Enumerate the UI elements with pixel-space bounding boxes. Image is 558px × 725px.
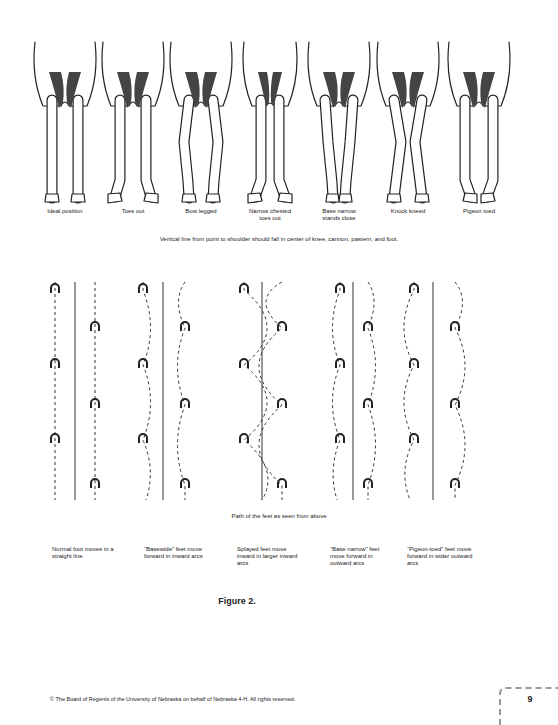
leg-figure — [102, 42, 164, 203]
figure-caption: Bow legged — [171, 208, 231, 215]
path-description: “Pigeon-toed” feet move forward in wider… — [407, 546, 477, 568]
copyright-footer: © The Board of Regents of the University… — [50, 696, 470, 703]
leg-figure — [34, 42, 96, 202]
path-description: “Base narrow” feet move forward in outwa… — [330, 546, 394, 568]
figure-caption: Ideal position — [35, 208, 95, 215]
note-text: Vertical line from point to shoulder sho… — [69, 236, 489, 243]
path-description: “Basewide” feet move forward in inward a… — [144, 546, 210, 560]
path-description: Splayed feet move inward in larger inwar… — [237, 546, 299, 568]
figure-caption: Toes out — [103, 208, 163, 215]
leg-figure — [308, 42, 370, 202]
foot-path — [143, 282, 185, 500]
figure-caption: Base narrow stands close — [315, 208, 363, 222]
leg-figure — [377, 42, 439, 202]
figure-caption: Pigeon toed — [449, 208, 509, 215]
path-description: Normal foot moves in a straight line — [52, 546, 118, 560]
section-heading: Path of the feet as seen from above — [179, 513, 379, 520]
figure-caption: Narrow chested toes out — [246, 208, 294, 222]
foot-path — [55, 282, 95, 500]
foot-path — [333, 282, 376, 500]
leg-figure — [170, 42, 232, 202]
leg-figure — [243, 42, 297, 203]
horseshoe — [51, 284, 459, 488]
foot-path — [244, 282, 282, 500]
leg-figure — [448, 42, 510, 203]
figure-caption: Figure 2. — [187, 596, 287, 607]
page-number: 9 — [520, 694, 540, 705]
figure-caption: Knock kneed — [378, 208, 438, 215]
foot-path — [404, 282, 465, 500]
page-corner — [500, 688, 558, 725]
